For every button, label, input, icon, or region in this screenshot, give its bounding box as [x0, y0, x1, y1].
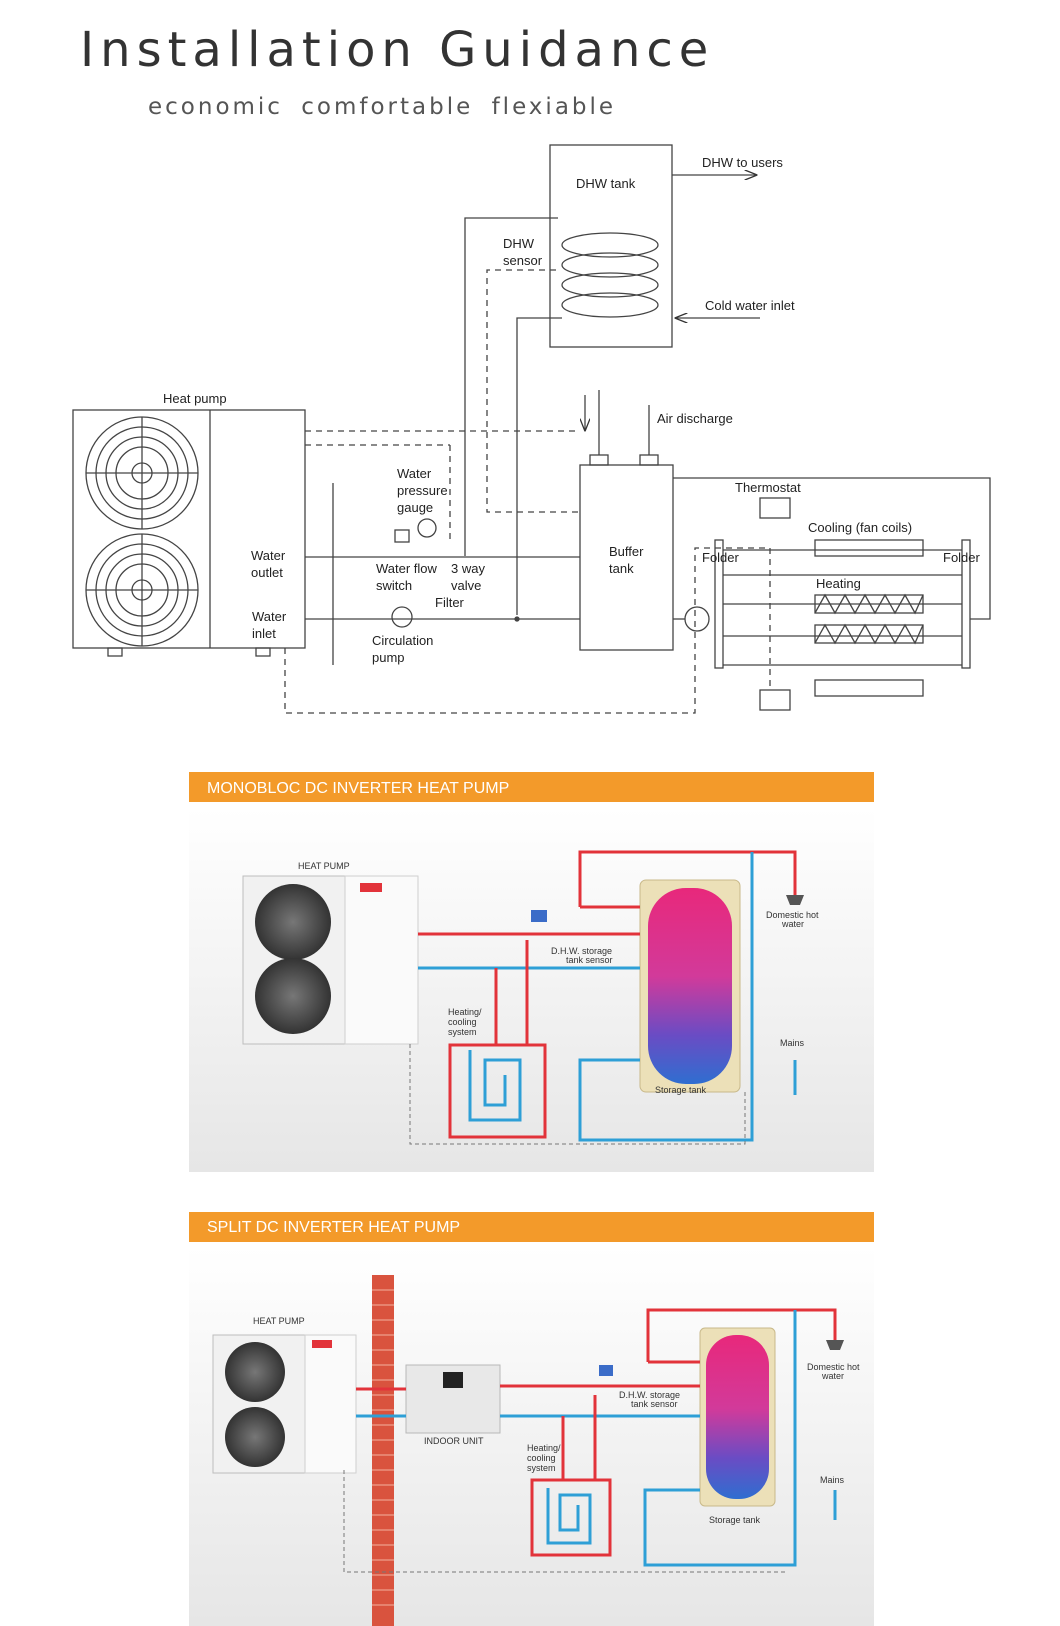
page-subtitle: economic comfortable flexiable — [148, 94, 617, 120]
shower-icon — [826, 1340, 844, 1350]
fan-icon — [225, 1407, 285, 1467]
label-dhw-sensor: D.H.W. storage — [619, 1390, 680, 1400]
fan-icon — [255, 958, 331, 1034]
storage-tank — [706, 1335, 769, 1499]
label-thermostat: Thermostat — [735, 480, 801, 495]
label-water-flow-switch: Water flow — [376, 561, 438, 576]
dhw-tank — [549, 144, 673, 348]
fan-icon — [85, 533, 199, 647]
label-heating-system: Heating/ — [448, 1007, 482, 1017]
label-circulation-pump-2: pump — [372, 650, 405, 665]
label-dhw-sensor: DHW — [503, 236, 535, 251]
label-dhw-tank: DHW tank — [576, 176, 636, 191]
schematic-labels: DHW tank DHW to users DHW sensor Cold wa… — [163, 155, 981, 665]
label-mains: Mains — [820, 1475, 845, 1485]
thermostat-icon — [759, 497, 791, 519]
panel-header — [189, 1212, 874, 1242]
page-title: Installation Guidance — [80, 22, 715, 78]
label-heating-system: Heating/ — [527, 1443, 561, 1453]
label-water-inlet: Water — [252, 609, 287, 624]
label-mains: Mains — [780, 1038, 805, 1048]
label-folder-right: Folder — [943, 550, 981, 565]
label-heating-system-3: system — [527, 1463, 556, 1473]
label-water-pressure-3: gauge — [397, 500, 433, 515]
label-heating-system-2: cooling — [527, 1453, 556, 1463]
panel-title: SPLIT DC INVERTER HEAT PUMP — [207, 1219, 460, 1236]
label-heat-pump: Heat pump — [163, 391, 227, 406]
split-panel: SPLIT DC INVERTER HEAT PUMP HEAT PUMP IN… — [189, 1212, 874, 1626]
label-folder-left: Folder — [702, 550, 740, 565]
label-heat-pump: HEAT PUMP — [253, 1316, 305, 1326]
label-water-pressure: Water — [397, 466, 432, 481]
label-heating-system-3: system — [448, 1027, 477, 1037]
storage-tank — [648, 888, 732, 1084]
label-dhw-sensor-2: tank sensor — [631, 1399, 678, 1409]
heat-pump-unit — [72, 409, 306, 649]
label-water-pressure-2: pressure — [397, 483, 448, 498]
schematic-diagram — [72, 144, 991, 714]
label-dhw-to-users: DHW to users — [702, 155, 783, 170]
label-filter: Filter — [435, 595, 465, 610]
label-water-flow-switch-2: switch — [376, 578, 412, 593]
label-domestic-hot-water-2: water — [821, 1371, 844, 1381]
fan-icon — [225, 1342, 285, 1402]
label-storage-tank: Storage tank — [709, 1515, 761, 1525]
label-buffer-tank-2: tank — [609, 561, 634, 576]
monobloc-panel: MONOBLOC DC INVERTER HEAT PUMP HEAT PUMP — [189, 772, 874, 1172]
label-air-discharge: Air discharge — [657, 411, 733, 426]
shower-icon — [786, 895, 804, 905]
label-dhw-sensor-2: sensor — [503, 253, 543, 268]
label-dhw-sensor: D.H.W. storage — [551, 946, 612, 956]
label-water-inlet-2: inlet — [252, 626, 276, 641]
label-cold-water-inlet: Cold water inlet — [705, 298, 795, 313]
label-domestic-hot-water: Domestic hot — [766, 910, 819, 920]
label-water-outlet: Water — [251, 548, 286, 563]
label-heating-system-2: cooling — [448, 1017, 477, 1027]
label-indoor-unit: INDOOR UNIT — [424, 1436, 484, 1446]
label-circulation-pump: Circulation — [372, 633, 433, 648]
fan-icon — [255, 884, 331, 960]
label-water-outlet-2: outlet — [251, 565, 283, 580]
brick-wall — [372, 1275, 394, 1626]
label-buffer-tank: Buffer — [609, 544, 644, 559]
label-storage-tank: Storage tank — [655, 1085, 707, 1095]
panel-header — [189, 772, 874, 802]
label-dhw-sensor-2: tank sensor — [566, 955, 613, 965]
label-domestic-hot-water-2: water — [781, 919, 804, 929]
label-heat-pump: HEAT PUMP — [298, 861, 350, 871]
fan-icon — [85, 416, 199, 530]
label-heating: Heating — [816, 576, 861, 591]
panel-title: MONOBLOC DC INVERTER HEAT PUMP — [207, 780, 509, 797]
label-domestic-hot-water: Domestic hot — [807, 1362, 860, 1372]
label-cooling: Cooling (fan coils) — [808, 520, 912, 535]
label-3-way-valve-2: valve — [451, 578, 481, 593]
label-3-way-valve: 3 way — [451, 561, 485, 576]
